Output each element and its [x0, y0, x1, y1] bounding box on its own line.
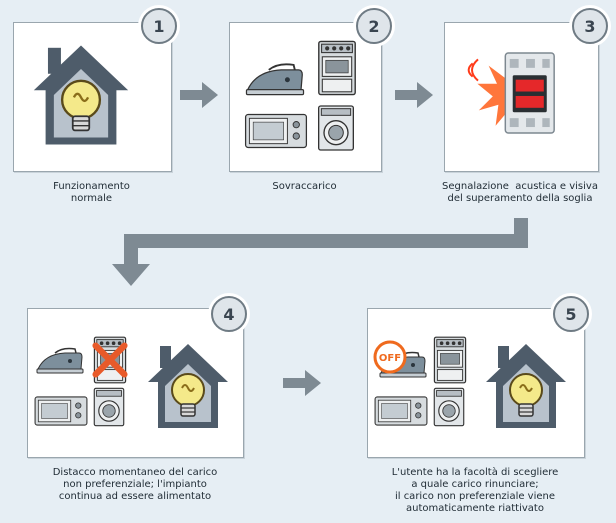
off-badge-icon: OFF: [373, 340, 407, 374]
house-bulb-icon: [138, 336, 238, 436]
stove-icon: [316, 40, 358, 96]
caption-line: il carico non preferenziale viene: [394, 491, 556, 502]
house-bulb-icon: [476, 336, 576, 436]
meter-relay-icon: [492, 32, 566, 154]
step-2-caption: Sovraccarico: [229, 181, 380, 193]
caption-line: Distacco momentaneo del carico: [52, 467, 218, 478]
sound-waves-icon: [462, 56, 482, 84]
step-3-badge: 3: [572, 8, 608, 44]
caption-line: del superamento della soglia: [447, 193, 593, 204]
connector-arrow-icon: [112, 218, 528, 286]
arrow-right-icon: [283, 370, 321, 396]
arrow-right-icon: [395, 82, 433, 108]
step-2-badge: 2: [356, 8, 392, 44]
step-1-caption: Funzionamento normale: [13, 181, 170, 205]
caption-line: continua ad essere alimentato: [58, 491, 212, 502]
arrow-right-icon: [180, 82, 218, 108]
step-4-caption: Distacco momentaneo del carico non prefe…: [20, 467, 250, 503]
caption-line: non preferenziale; l'impianto: [63, 479, 207, 490]
caption-line: Funzionamento: [53, 181, 130, 192]
caption-line: Segnalazione acustica e visiva: [442, 181, 598, 192]
stove-icon: [432, 336, 468, 384]
caption-line: a quale carico rinunciare;: [411, 479, 539, 490]
caption-line: Sovraccarico: [272, 181, 337, 192]
step-3-caption: Segnalazione acustica e visiva del super…: [426, 181, 614, 205]
step-5-badge: 5: [553, 296, 589, 332]
microwave-icon: [374, 394, 428, 428]
iron-icon: [35, 346, 85, 378]
house-bulb-icon: [22, 36, 140, 154]
caption-line: automaticamente riattivato: [406, 503, 544, 514]
washing-machine-icon: [92, 386, 126, 428]
cross-icon: [92, 342, 128, 378]
washing-machine-icon: [432, 386, 466, 428]
microwave-icon: [244, 112, 308, 150]
caption-line: L'utente ha la facoltà di scegliere: [391, 467, 559, 478]
step-5-caption: L'utente ha la facoltà di scegliere a qu…: [362, 467, 588, 515]
iron-icon: [244, 62, 306, 100]
step-4-badge: 4: [211, 296, 247, 332]
washing-machine-icon: [316, 104, 356, 152]
caption-line: normale: [70, 193, 113, 204]
step-1-badge: 1: [141, 8, 177, 44]
microwave-icon: [34, 394, 88, 428]
off-label: OFF: [379, 353, 401, 364]
